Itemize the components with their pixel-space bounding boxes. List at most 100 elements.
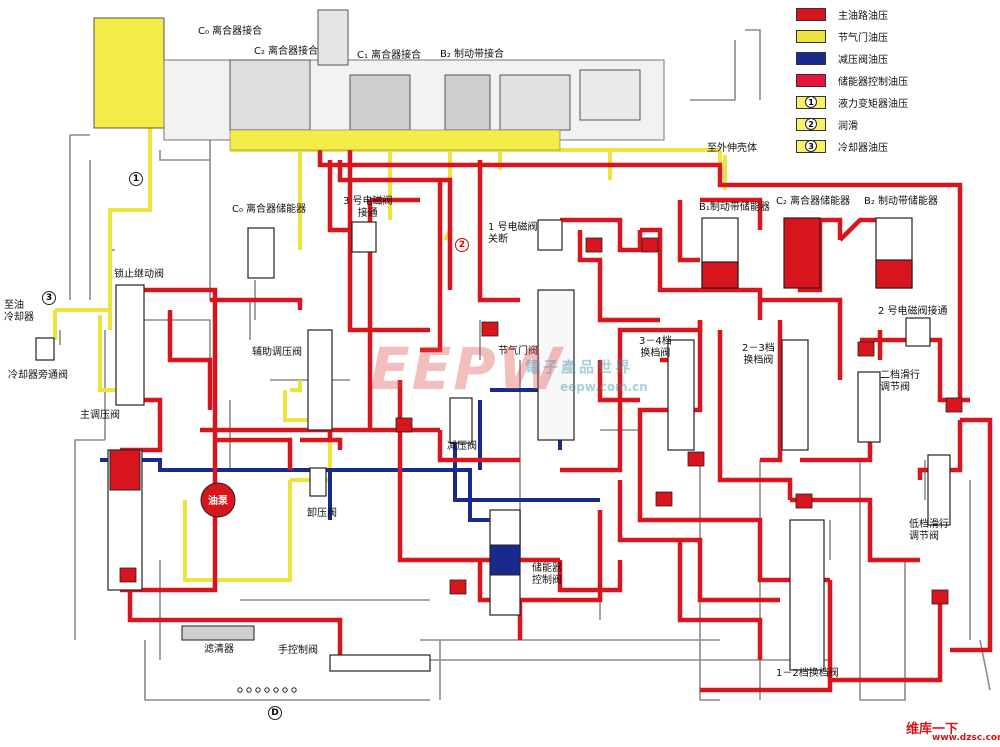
label-shift-23: 2－3档 换档阀 bbox=[742, 343, 775, 366]
label-reducing-valve: 减压阀 bbox=[447, 441, 477, 452]
orifice-block bbox=[585, 237, 603, 253]
label-lockup-relay: 锁止继动阀 bbox=[114, 269, 164, 280]
orifice-block bbox=[795, 493, 813, 509]
manual-position-pin bbox=[291, 687, 297, 693]
legend-label: 冷却器油压 bbox=[838, 142, 888, 154]
legend-item: 3 冷却器油压 bbox=[796, 138, 888, 154]
second-coast-valve bbox=[857, 371, 881, 443]
label-c1-clutch: C₁ 离合器接合 bbox=[357, 50, 422, 61]
watermark-corner-cn: 维库一下 bbox=[906, 722, 959, 737]
manual-position-pin bbox=[237, 687, 243, 693]
main-regulator-head bbox=[109, 449, 141, 491]
watermark-corner-site: www.dzsc.com bbox=[932, 733, 1000, 743]
legend-item: 主油路油压 bbox=[796, 6, 888, 22]
legend-label: 液力变矩器油压 bbox=[838, 98, 908, 110]
low-coast-valve bbox=[927, 454, 951, 526]
label-solenoid-2: 2 号电磁阀接通 bbox=[878, 306, 948, 317]
label-manual-valve: 手控制阀 bbox=[278, 645, 318, 656]
throttle-valve bbox=[537, 289, 575, 441]
legend-item: 2 润滑 bbox=[796, 116, 858, 132]
orifice-block bbox=[641, 237, 659, 253]
output-shaft bbox=[579, 69, 641, 121]
label-c2-clutch: C₂ 离合器接合 bbox=[254, 46, 319, 57]
mark-3: 3 bbox=[42, 291, 56, 305]
lockup-relay-valve bbox=[115, 284, 145, 406]
shift-valve-12 bbox=[789, 519, 825, 671]
oil-pump bbox=[200, 482, 236, 518]
label-cooler-bypass: 冷却器旁通阀 bbox=[8, 370, 68, 381]
label-b1-accumulator: B₁制动带储能器 bbox=[699, 202, 770, 213]
legend-mark: 2 bbox=[805, 118, 817, 130]
accum-control-blue bbox=[489, 544, 521, 576]
label-throttle-valve: 节气门阀 bbox=[498, 346, 538, 357]
legend-label: 减压阀油压 bbox=[838, 54, 888, 66]
manual-position-d: D bbox=[268, 706, 282, 720]
label-filter: 滤清器 bbox=[204, 644, 234, 655]
solenoid-1 bbox=[537, 219, 563, 251]
legend-mark: 3 bbox=[805, 140, 817, 152]
b2-brake-pack bbox=[444, 74, 491, 131]
manual-position-pin bbox=[255, 687, 261, 693]
solenoid-3 bbox=[351, 221, 377, 253]
label-shift-12: 1－2档换档阀 bbox=[776, 668, 839, 679]
label-to-case: 至外伸壳体 bbox=[707, 143, 757, 154]
label-accum-control: 储能器 控制阀 bbox=[532, 563, 562, 586]
manual-position-pin bbox=[282, 687, 288, 693]
orifice-block bbox=[931, 589, 949, 605]
legend-swatch: 3 bbox=[796, 139, 826, 153]
label-c0-clutch: C₀ 离合器接合 bbox=[198, 26, 263, 37]
legend-label: 节气门油压 bbox=[838, 32, 888, 44]
legend-mark: 1 bbox=[805, 96, 817, 108]
label-shift-34: 3－4档 换档阀 bbox=[639, 336, 672, 359]
mark-2: 2 bbox=[455, 238, 469, 252]
c2-accumulator bbox=[783, 217, 821, 289]
legend-label: 主油路油压 bbox=[838, 10, 888, 22]
legend-item: 储能器控制油压 bbox=[796, 72, 908, 88]
legend-swatch bbox=[796, 7, 826, 21]
aux-regulator-valve bbox=[307, 329, 333, 431]
legend-swatch: 2 bbox=[796, 117, 826, 131]
torque-converter bbox=[93, 17, 165, 129]
shift-valve-23 bbox=[781, 339, 809, 451]
cooler-bypass-valve bbox=[35, 337, 55, 361]
label-to-cooler: 至油 冷却器 bbox=[4, 300, 34, 323]
solenoid-2 bbox=[905, 317, 931, 347]
legend-swatch bbox=[796, 51, 826, 65]
label-relief-valve: 卸压阀 bbox=[307, 508, 337, 519]
legend-item: 1 液力变矩器油压 bbox=[796, 94, 908, 110]
legend-item: 减压阀油压 bbox=[796, 50, 888, 66]
label-second-coast: 二档滑行 调节阀 bbox=[880, 370, 920, 393]
reducing-pressure-lines bbox=[100, 388, 600, 522]
orifice-block bbox=[395, 417, 413, 433]
c0-c2-clutch-pack bbox=[229, 59, 311, 131]
label-b2-accumulator: B₂ 制动带储能器 bbox=[864, 196, 939, 207]
label-low-coast: 低档滑行 调节阀 bbox=[909, 519, 949, 542]
legend-item: 节气门油压 bbox=[796, 28, 888, 44]
legend-label: 润滑 bbox=[838, 120, 858, 132]
legend-label: 储能器控制油压 bbox=[838, 76, 908, 88]
oil-filter bbox=[181, 625, 255, 641]
reducing-valve bbox=[449, 397, 473, 444]
watermark-brand: EEPW bbox=[370, 335, 564, 403]
label-solenoid-3: 3 号电磁阀 接通 bbox=[343, 196, 393, 219]
manual-position-pin bbox=[246, 687, 252, 693]
c0-accumulator bbox=[247, 227, 275, 279]
c1-actuator bbox=[317, 9, 349, 66]
orifice-block bbox=[449, 579, 467, 595]
shift-valve-34 bbox=[667, 339, 695, 451]
orifice-block bbox=[481, 321, 499, 337]
label-c2-accumulator: C₂ 离合器储能器 bbox=[776, 196, 851, 207]
orifice-block bbox=[687, 451, 705, 467]
orifice-block bbox=[119, 567, 137, 583]
relief-valve bbox=[309, 467, 327, 497]
orifice-block bbox=[945, 397, 963, 413]
label-main-regulator: 主调压阀 bbox=[80, 410, 120, 421]
components bbox=[35, 9, 963, 693]
manual-position-pin bbox=[273, 687, 279, 693]
legend-swatch: 1 bbox=[796, 95, 826, 109]
label-c0-accumulator: C₀ 离合器储能器 bbox=[232, 204, 307, 215]
b2-accumulator-fill bbox=[875, 259, 913, 289]
b1-accumulator-fill bbox=[701, 261, 739, 289]
orifice-block bbox=[655, 491, 673, 507]
